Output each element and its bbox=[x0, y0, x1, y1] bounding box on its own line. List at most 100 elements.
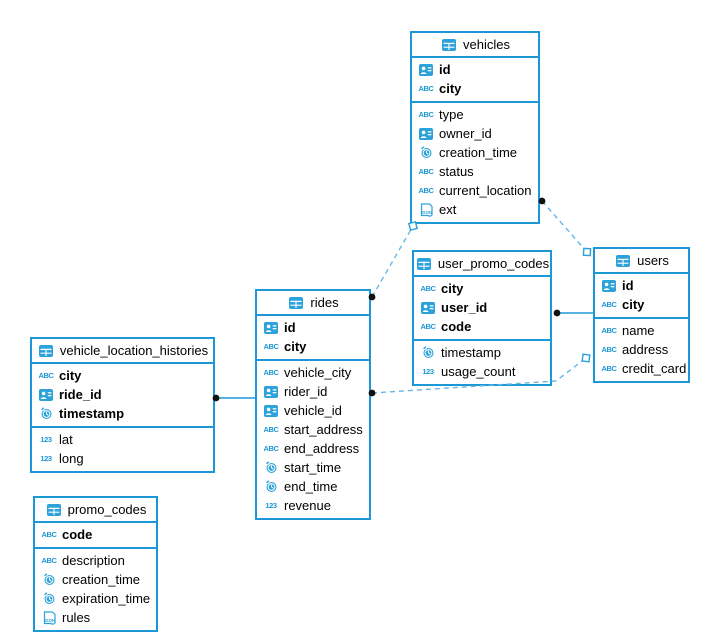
column-label: lat bbox=[59, 432, 73, 447]
column-row-creation_time[interactable]: creation_time bbox=[412, 143, 538, 162]
column-row-end_time[interactable]: end_time bbox=[257, 477, 369, 496]
table-icon bbox=[287, 296, 305, 309]
column-row-timestamp[interactable]: timestamp bbox=[32, 404, 213, 423]
id-badge-icon bbox=[600, 279, 618, 292]
column-row-id[interactable]: id bbox=[595, 276, 688, 295]
text-abc-icon: ABC bbox=[418, 84, 434, 93]
column-row-ride_id[interactable]: ride_id bbox=[32, 385, 213, 404]
number-123-icon: 123 bbox=[40, 454, 52, 463]
column-label: status bbox=[439, 164, 474, 179]
table-name: promo_codes bbox=[67, 502, 147, 517]
column-row-timestamp[interactable]: timestamp bbox=[414, 343, 550, 362]
text-abc-icon: ABC bbox=[41, 530, 57, 539]
column-label: rider_id bbox=[284, 384, 328, 399]
column-label: city bbox=[439, 81, 462, 96]
clock-icon bbox=[262, 480, 280, 493]
table-header-user_promo_codes[interactable]: user_promo_codes bbox=[414, 252, 550, 277]
id-badge-icon bbox=[37, 388, 55, 401]
table-name: rides bbox=[310, 295, 339, 310]
column-row-user_id[interactable]: user_id bbox=[414, 298, 550, 317]
table-icon bbox=[45, 503, 63, 516]
text-abc-icon: ABC bbox=[418, 110, 434, 119]
column-label: city bbox=[59, 368, 82, 383]
column-label: rules bbox=[62, 610, 91, 625]
clock-icon bbox=[419, 346, 437, 359]
clock-icon bbox=[417, 146, 435, 159]
number-123-icon: 123 bbox=[265, 501, 277, 510]
text-abc-icon: ABC bbox=[263, 368, 279, 377]
table-header-vehicles[interactable]: vehicles bbox=[412, 33, 538, 58]
column-row-start_time[interactable]: start_time bbox=[257, 458, 369, 477]
column-row-creation_time[interactable]: creation_time bbox=[35, 570, 156, 589]
table-icon bbox=[614, 254, 632, 267]
column-row-name[interactable]: ABC name bbox=[595, 321, 688, 340]
edge-endpoint-diamond bbox=[581, 353, 591, 363]
id-badge-icon bbox=[262, 404, 280, 417]
table-icon bbox=[415, 257, 433, 270]
column-row-code[interactable]: ABC code bbox=[35, 525, 156, 544]
column-row-rules[interactable]: JSON rules bbox=[35, 608, 156, 627]
column-label: long bbox=[59, 451, 84, 466]
column-row-long[interactable]: 123 long bbox=[32, 449, 213, 468]
column-label: user_id bbox=[441, 300, 488, 315]
column-label: name bbox=[622, 323, 655, 338]
column-row-description[interactable]: ABC description bbox=[35, 551, 156, 570]
column-label: description bbox=[62, 553, 125, 568]
column-row-id[interactable]: id bbox=[412, 60, 538, 79]
text-abc-icon: ABC bbox=[601, 326, 617, 335]
clock-icon bbox=[262, 461, 280, 474]
column-row-vehicle_id[interactable]: vehicle_id bbox=[257, 401, 369, 420]
table-header-promo_codes[interactable]: promo_codes bbox=[35, 498, 156, 523]
table-icon bbox=[440, 38, 458, 51]
column-row-expiration_time[interactable]: expiration_time bbox=[35, 589, 156, 608]
column-row-rider_id[interactable]: rider_id bbox=[257, 382, 369, 401]
table-header-vehicle_location_histories[interactable]: vehicle_location_histories bbox=[32, 339, 213, 364]
clock-icon bbox=[40, 573, 58, 586]
edge-endpoint-dot bbox=[553, 309, 561, 317]
column-label: code bbox=[62, 527, 93, 542]
column-row-id[interactable]: id bbox=[257, 318, 369, 337]
column-row-owner_id[interactable]: owner_id bbox=[412, 124, 538, 143]
column-label: owner_id bbox=[439, 126, 492, 141]
column-row-city[interactable]: ABC city bbox=[257, 337, 369, 356]
table-header-users[interactable]: users bbox=[595, 249, 688, 274]
column-label: city bbox=[284, 339, 307, 354]
table-name: user_promo_codes bbox=[437, 256, 550, 271]
table-header-rides[interactable]: rides bbox=[257, 291, 369, 316]
table-name: users bbox=[637, 253, 669, 268]
column-row-city[interactable]: ABC city bbox=[412, 79, 538, 98]
text-abc-icon: ABC bbox=[263, 342, 279, 351]
table-icon bbox=[37, 344, 55, 357]
text-abc-icon: ABC bbox=[41, 556, 57, 565]
json-icon: JSON bbox=[40, 610, 58, 625]
